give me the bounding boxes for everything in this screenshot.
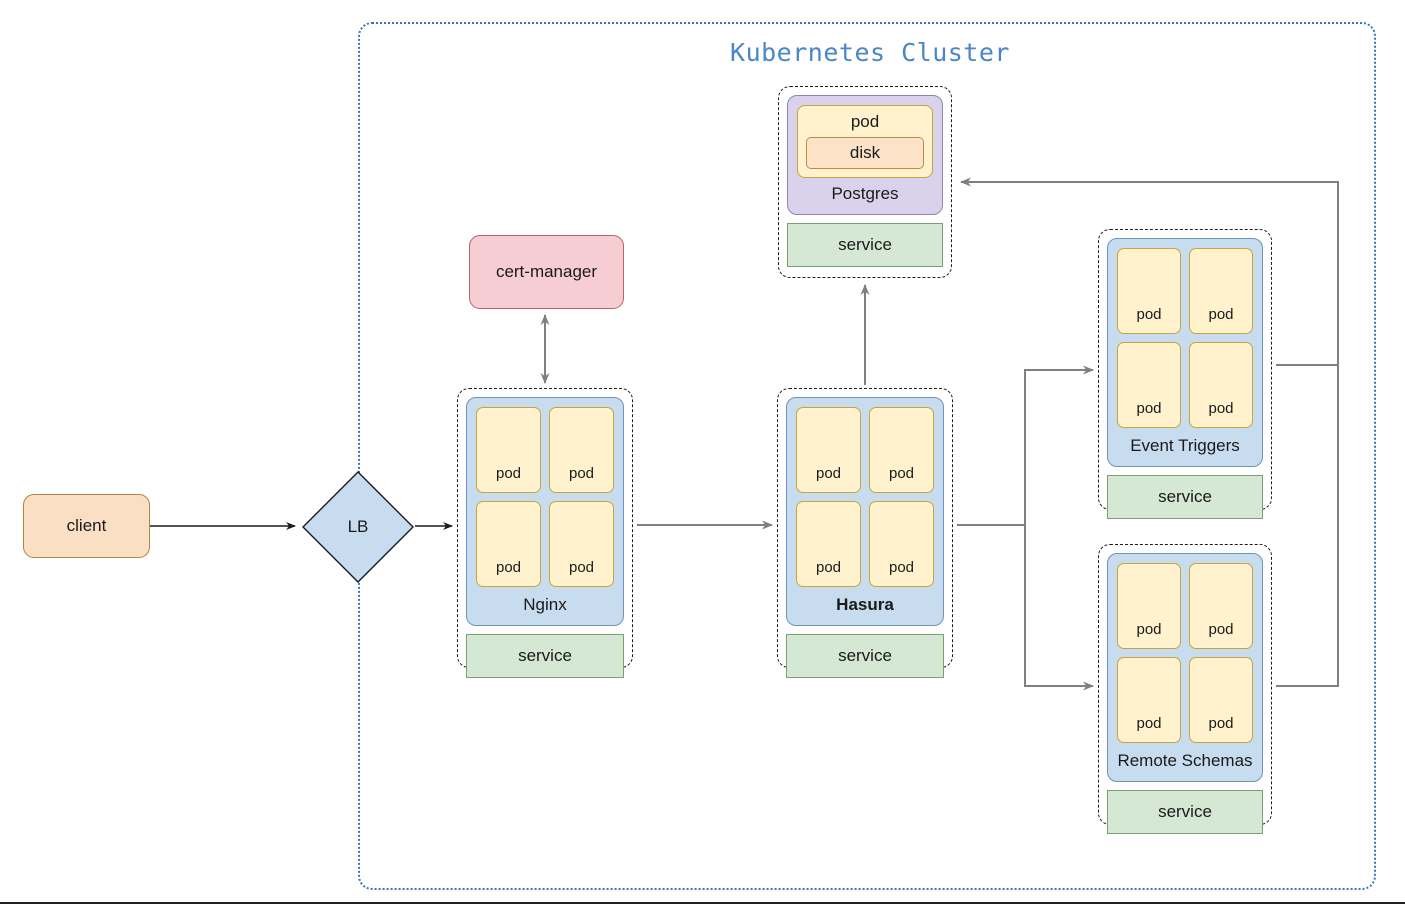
hasura-group[interactable]: pod pod pod pod Hasura service [777,388,953,678]
pod[interactable]: pod [476,501,541,587]
pod-label: pod [1208,306,1234,323]
postgres-group[interactable]: pod disk Postgres service [778,86,952,278]
pod[interactable]: pod [549,407,614,493]
nginx-service-label: service [518,645,572,665]
hasura-service-label: service [838,645,892,665]
diamond-shape [302,471,414,583]
pod-label: pod [815,559,842,576]
client-node[interactable]: client [23,494,150,558]
cluster-title: Kubernetes Cluster [730,38,1010,67]
pod-label: pod [1208,715,1234,732]
pod[interactable]: pod [1189,342,1253,428]
event-triggers-group[interactable]: pod pod pod pod Event Triggers service [1098,229,1272,519]
pod-label: pod [1136,306,1162,323]
nginx-group[interactable]: pod pod pod pod Nginx service [457,388,633,678]
pod[interactable]: pod [1189,657,1253,743]
pod-label: pod [888,465,915,482]
postgres-inner: pod disk Postgres [787,95,943,215]
kubernetes-cluster-boundary [358,22,1376,890]
remote-schemas-pod-grid: pod pod pod pod [1108,554,1262,745]
remote-schemas-service[interactable]: service [1107,789,1263,834]
hasura-service[interactable]: service [786,633,944,678]
remote-schemas-label: Remote Schemas [1117,751,1253,770]
event-triggers-service[interactable]: service [1107,474,1263,519]
postgres-disk-label: disk [849,143,881,162]
cert-manager-node[interactable]: cert-manager [469,235,624,309]
pod-label: pod [1136,621,1162,638]
pod[interactable]: pod [1189,563,1253,649]
pod[interactable]: pod [1117,342,1181,428]
remote-schemas-group[interactable]: pod pod pod pod Remote Schemas service [1098,544,1272,834]
remote-schemas-service-label: service [1158,801,1212,821]
cert-manager-label: cert-manager [495,262,598,281]
nginx-pod-grid: pod pod pod pod [467,398,623,589]
postgres-disk[interactable]: disk [806,137,924,169]
pod-label: pod [815,465,842,482]
postgres-service-label: service [838,234,892,254]
postgres-pod-label: pod [850,112,880,131]
nginx-service[interactable]: service [466,633,624,678]
event-triggers-pod-grid: pod pod pod pod [1108,239,1262,430]
pod-label: pod [495,559,522,576]
pod[interactable]: pod [476,407,541,493]
pod-label: pod [1136,715,1162,732]
load-balancer-node[interactable]: LB [301,470,415,584]
pod-label: pod [1208,621,1234,638]
pod[interactable]: pod [549,501,614,587]
pod[interactable]: pod [1117,248,1181,334]
pod[interactable]: pod [1189,248,1253,334]
bottom-divider [0,902,1405,904]
hasura-inner: pod pod pod pod Hasura [786,397,944,626]
pod[interactable]: pod [1117,657,1181,743]
event-triggers-inner: pod pod pod pod Event Triggers [1107,238,1263,467]
pod-label: pod [1136,400,1162,417]
pod-label: pod [888,559,915,576]
pod-label: pod [495,465,522,482]
pod[interactable]: pod [796,501,861,587]
postgres-service[interactable]: service [787,222,943,267]
pod[interactable]: pod [796,407,861,493]
hasura-label: Hasura [836,595,894,614]
pod-label: pod [568,559,595,576]
pod-label: pod [568,465,595,482]
event-triggers-label: Event Triggers [1130,436,1240,455]
pod[interactable]: pod [869,407,934,493]
remote-schemas-inner: pod pod pod pod Remote Schemas [1107,553,1263,782]
pod[interactable]: pod [869,501,934,587]
postgres-pod[interactable]: pod disk [797,105,933,178]
event-triggers-service-label: service [1158,486,1212,506]
nginx-label: Nginx [523,595,567,614]
pod[interactable]: pod [1117,563,1181,649]
load-balancer-label: LB [347,517,369,536]
client-label: client [66,516,107,535]
nginx-inner: pod pod pod pod Nginx [466,397,624,626]
hasura-pod-grid: pod pod pod pod [787,398,943,589]
pod-label: pod [1208,400,1234,417]
postgres-label: Postgres [831,184,899,203]
